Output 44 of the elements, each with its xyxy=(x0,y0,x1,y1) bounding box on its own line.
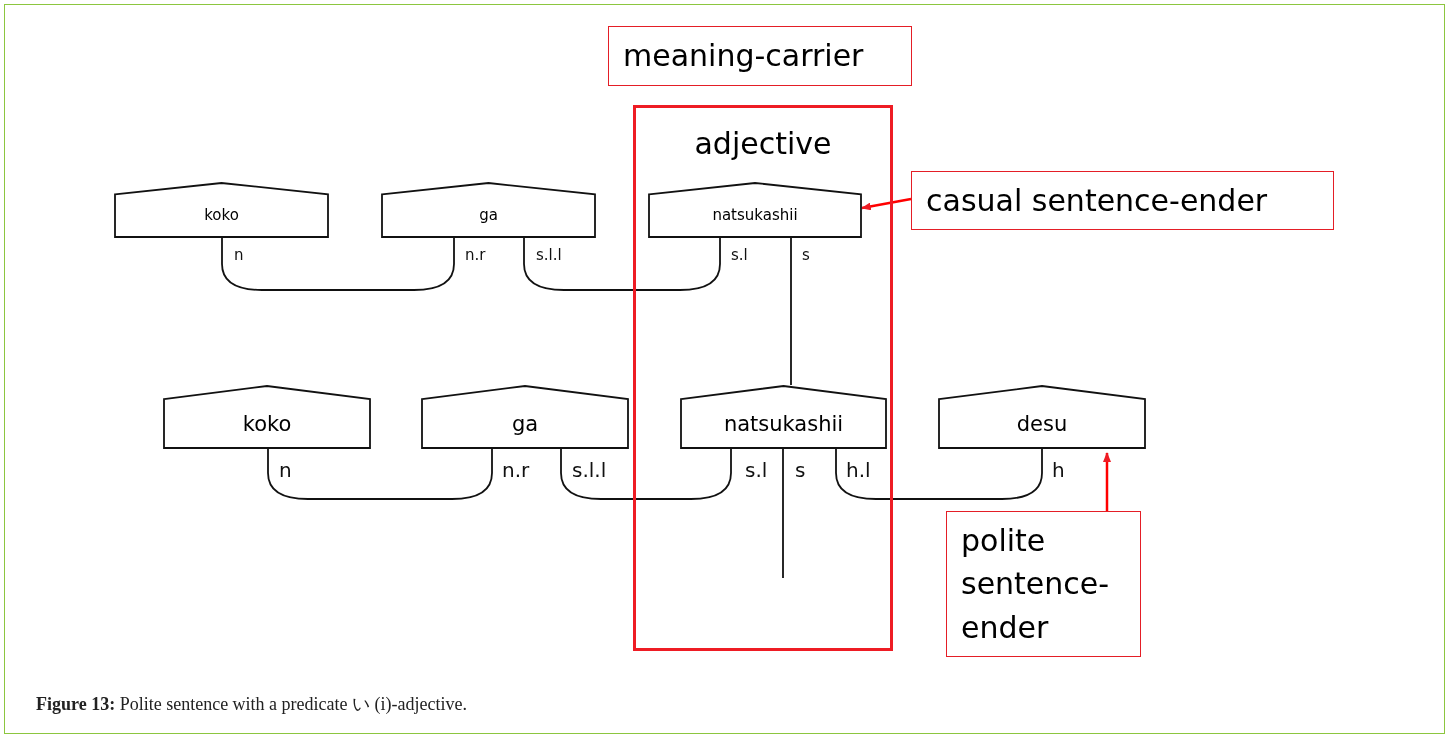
link-label: s.l.l xyxy=(536,248,562,263)
word-box xyxy=(163,385,371,449)
link-label: n.r xyxy=(502,460,530,480)
highlight-frame xyxy=(633,105,893,651)
callout-text: polite sentence-ender xyxy=(961,522,1110,645)
word-box xyxy=(938,385,1146,449)
word-label: natsukashii xyxy=(712,206,798,225)
word-box xyxy=(421,385,629,449)
link-arc xyxy=(221,237,455,291)
link-label: h.l xyxy=(846,460,871,480)
word-label: ga xyxy=(511,411,539,436)
link-label: n.r xyxy=(465,248,486,263)
callout-box xyxy=(911,171,1334,230)
callout-text: casual sentence-ender xyxy=(926,182,1268,218)
arrow xyxy=(1103,452,1111,511)
link-label: s.l.l xyxy=(572,460,607,480)
callout-box xyxy=(946,511,1141,657)
link-label: s xyxy=(802,248,810,263)
frame-heading: adjective xyxy=(694,126,832,161)
link-label: n xyxy=(234,248,244,263)
callout-box xyxy=(608,26,912,86)
word-label: desu xyxy=(1016,411,1068,436)
link-arc xyxy=(835,448,1043,500)
word-label: natsukashii xyxy=(723,411,844,436)
word-box xyxy=(381,182,596,238)
word-label: koko xyxy=(204,206,239,225)
link-line xyxy=(790,237,792,386)
figure-caption: Figure 13: Polite sentence with a predicate い (i)-adjective. xyxy=(36,693,467,716)
word-box xyxy=(114,182,329,238)
word-box xyxy=(648,182,862,238)
word-label: koko xyxy=(242,411,292,436)
word-box xyxy=(680,385,887,449)
arrow xyxy=(861,197,912,211)
callout-text: meaning-carrier xyxy=(623,38,864,74)
link-label: s.l xyxy=(731,248,748,263)
link-label: s.l xyxy=(745,460,768,480)
link-label: h xyxy=(1052,460,1065,480)
link-arc xyxy=(267,448,493,500)
link-arc xyxy=(560,448,732,500)
word-label: ga xyxy=(479,206,498,225)
link-line xyxy=(782,448,784,579)
link-label: s xyxy=(795,460,806,480)
link-arc xyxy=(523,237,721,291)
link-label: n xyxy=(279,460,292,480)
